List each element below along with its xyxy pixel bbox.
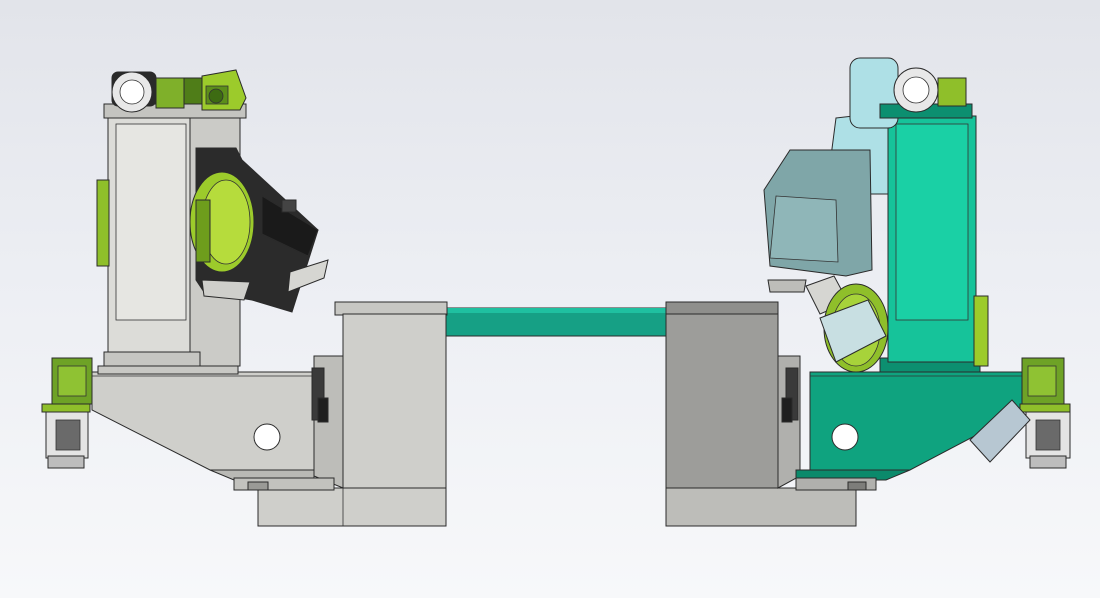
right-pedestal — [665, 301, 857, 527]
left-machine — [41, 69, 335, 491]
connecting-beam — [445, 307, 669, 337]
right-machine — [763, 57, 1071, 491]
